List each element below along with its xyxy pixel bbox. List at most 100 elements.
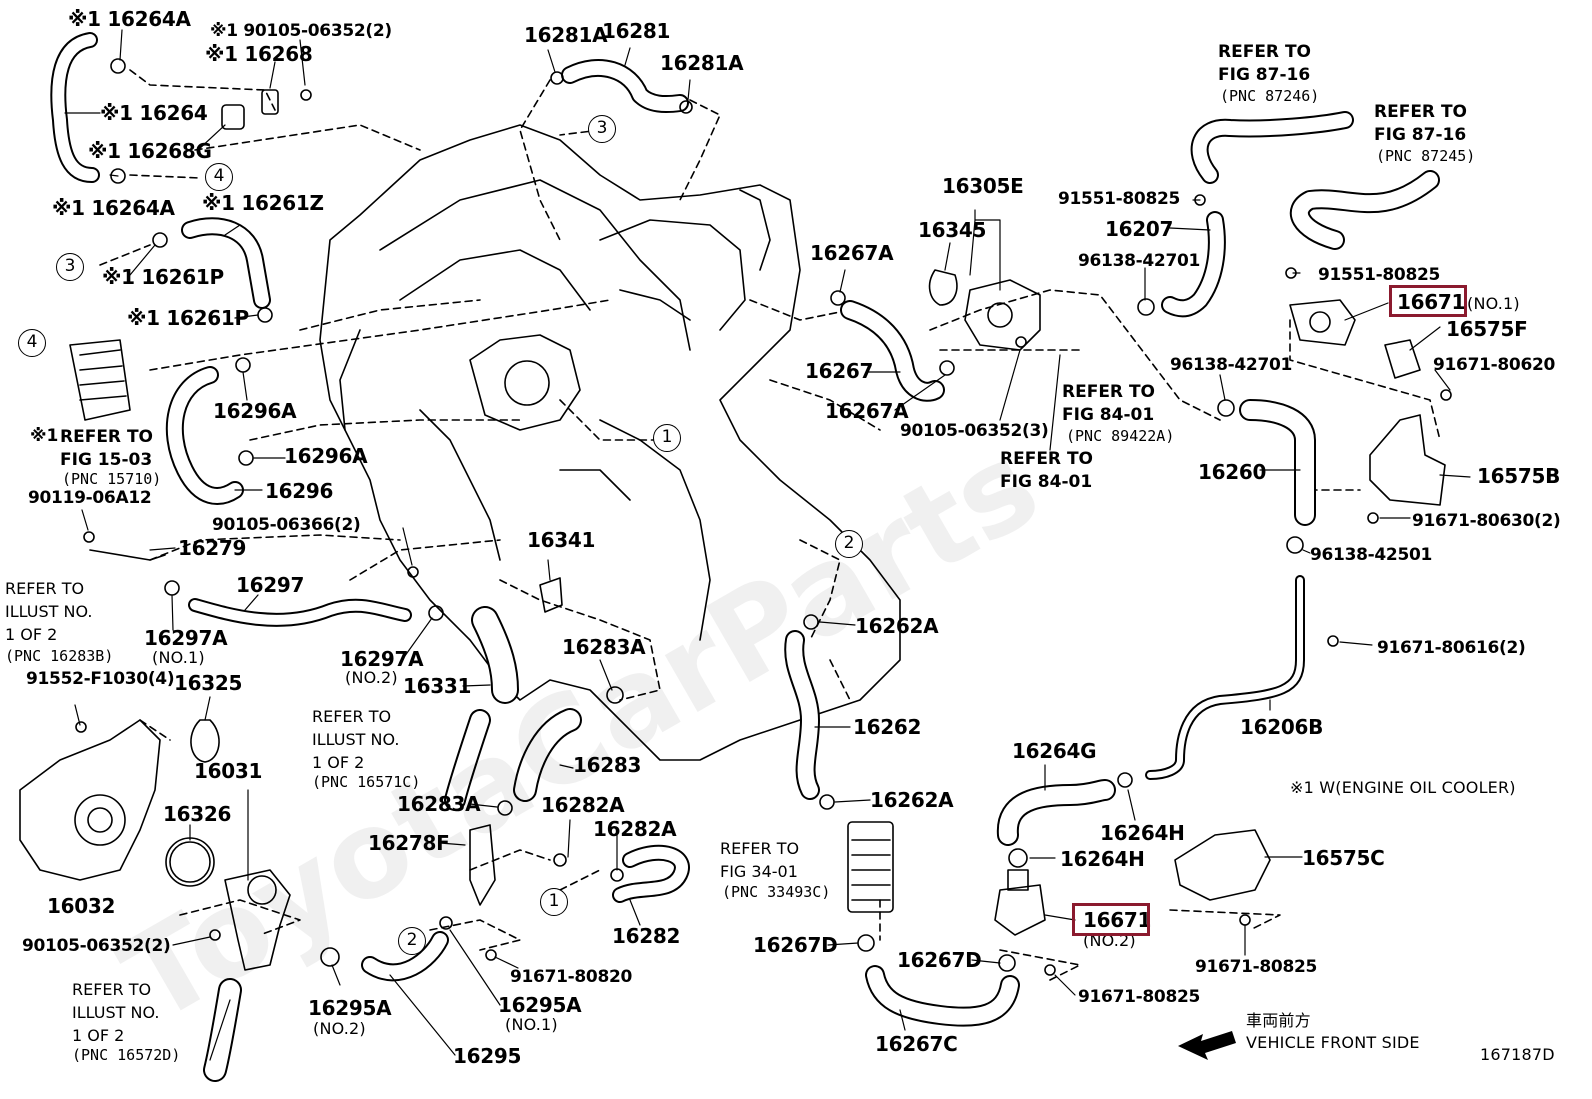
part-label[interactable]: 16671 [1083,908,1152,932]
part-label[interactable]: 16295A [308,996,392,1020]
part-label[interactable]: 16283 [573,753,642,777]
part-label[interactable]: 16326 [163,802,232,826]
part-label[interactable]: 16575F [1446,317,1528,341]
direction-english: VEHICLE FRONT SIDE [1246,1033,1420,1052]
part-label[interactable]: 16295A [498,993,582,1017]
pnc-note: (PNC 33493C) [722,883,831,901]
refer-to-fig-84-01-b[interactable]: REFER TO FIG 84-01 [1000,449,1093,492]
refer-to-fig-87-16-b[interactable]: REFER TO FIG 87-16 [1374,102,1467,145]
part-label[interactable]: 16575B [1477,464,1561,488]
refer-to-illust-16571c[interactable]: REFER TO ILLUST NO. 1 OF 2 [312,707,400,772]
engine-block [319,124,901,761]
part-label[interactable]: 16282A [593,817,677,841]
part-label[interactable]: 16267C [875,1032,958,1056]
clamps [75,58,1452,976]
part-label[interactable]: ※1 16268 [205,42,313,66]
part-label[interactable]: 16297A [144,626,228,650]
part-label[interactable]: 16267A [825,399,909,423]
pnc-note: (PNC 15710) [62,470,162,488]
part-label[interactable]: 90105-06366(2) [212,515,361,535]
part-label[interactable]: 16282 [612,924,681,948]
part-label[interactable]: 16297A [340,647,424,671]
part-label[interactable]: 90119-06A12 [28,488,152,508]
refer-to-fig-15-03[interactable]: REFER TO FIG 15-03 [60,427,153,470]
part-label[interactable]: 16325 [174,671,243,695]
refer-to-fig-34-01[interactable]: REFER TO FIG 34-01 [720,839,800,881]
part-label[interactable]: 16297 [236,573,305,597]
part-label[interactable]: 91671-80630(2) [1412,511,1561,531]
part-label[interactable]: 16295 [453,1044,522,1068]
part-label[interactable]: 16281 [602,19,671,43]
part-label[interactable]: 91551-80825 [1318,265,1441,285]
part-sublabel: (NO.2) [1083,931,1136,950]
callout-2[interactable]: 2 [835,530,863,558]
part-label[interactable]: 16206B [1240,715,1324,739]
part-label[interactable]: ※1 16264A [68,7,191,31]
part-label[interactable]: 16281A [524,23,608,47]
part-label[interactable]: ※1 16261P [102,265,224,289]
part-label[interactable]: 91671-80825 [1078,987,1201,1007]
part-label[interactable]: 16341 [527,528,596,552]
refer-to-fig-84-01-a[interactable]: REFER TO FIG 84-01 [1062,382,1155,425]
part-label[interactable]: 16267 [805,359,874,383]
part-label[interactable]: 16331 [403,674,472,698]
part-label[interactable]: 90105-06352(3) [900,421,1049,441]
part-label[interactable]: 16032 [47,894,116,918]
part-label[interactable]: 16262A [855,614,939,638]
part-label[interactable]: ※1 16264A [52,196,175,220]
part-label[interactable]: 16282A [541,793,625,817]
part-label[interactable]: 16296A [284,444,368,468]
part-label[interactable]: 16264G [1012,739,1097,763]
refer-to-illust-16283b[interactable]: REFER TO ILLUST NO. 1 OF 2 [5,579,93,644]
part-label[interactable]: 16267D [897,948,982,972]
part-label[interactable]: ※1 16264 [100,101,208,125]
pnc-note: (PNC 89422A) [1066,427,1175,445]
part-label[interactable]: 16260 [1198,460,1267,484]
callout-3[interactable]: 3 [588,115,616,143]
part-label[interactable]: 16305E [942,174,1024,198]
callout-2[interactable]: 2 [398,927,426,955]
part-label[interactable]: 16281A [660,51,744,75]
callout-1[interactable]: 1 [540,888,568,916]
part-label[interactable]: 16296 [265,479,334,503]
callout-1[interactable]: 1 [653,424,681,452]
callout-4[interactable]: 4 [205,163,233,191]
part-label[interactable]: ※1 16261Z [202,191,324,215]
part-label[interactable]: 16031 [194,759,263,783]
part-label[interactable]: 91671-80825 [1195,957,1318,977]
part-label[interactable]: 91671-80620 [1433,355,1556,375]
part-label[interactable]: 16264H [1060,847,1145,871]
part-label[interactable]: 91551-80825 [1058,189,1181,209]
pnc-note: (PNC 16571C) [312,773,421,791]
part-label[interactable]: 16279 [178,536,247,560]
refer-to-illust-16572d[interactable]: REFER TO ILLUST NO. 1 OF 2 [72,980,160,1045]
part-label[interactable]: 91671-80616(2) [1377,638,1526,658]
part-label[interactable]: 16283A [397,792,481,816]
part-label[interactable]: 90105-06352(2) [22,936,171,956]
part-label[interactable]: 96138-42501 [1310,545,1433,565]
part-label[interactable]: ※1 16268G [88,139,212,163]
callout-3[interactable]: 3 [56,253,84,281]
part-label[interactable]: 16267A [810,241,894,265]
part-label[interactable]: 16575C [1302,846,1385,870]
part-label[interactable]: 16283A [562,635,646,659]
part-label[interactable]: 16296A [213,399,297,423]
highlight-16671-no1 [1389,285,1467,317]
part-label[interactable]: 16267D [753,933,838,957]
part-label[interactable]: 96138-42701 [1078,251,1201,271]
part-label[interactable]: ※1 90105-06352(2) [210,21,392,41]
part-label[interactable]: 16264H [1100,821,1185,845]
part-label[interactable]: 91671-80820 [510,967,633,987]
part-label[interactable]: 91552-F1030(4) [26,669,175,689]
part-label[interactable]: 16207 [1105,217,1174,241]
part-label[interactable]: 16671 [1397,290,1466,314]
callout-4[interactable]: 4 [18,329,46,357]
ref-prefix: ※1 [30,426,59,446]
part-label[interactable]: 16345 [918,218,987,242]
part-label[interactable]: 16262A [870,788,954,812]
part-label[interactable]: 16262 [853,715,922,739]
part-label[interactable]: ※1 16261P [127,306,249,330]
part-label[interactable]: 16278F [368,831,450,855]
refer-to-fig-87-16-a[interactable]: REFER TO FIG 87-16 [1218,42,1311,85]
part-label[interactable]: 96138-42701 [1170,355,1293,375]
